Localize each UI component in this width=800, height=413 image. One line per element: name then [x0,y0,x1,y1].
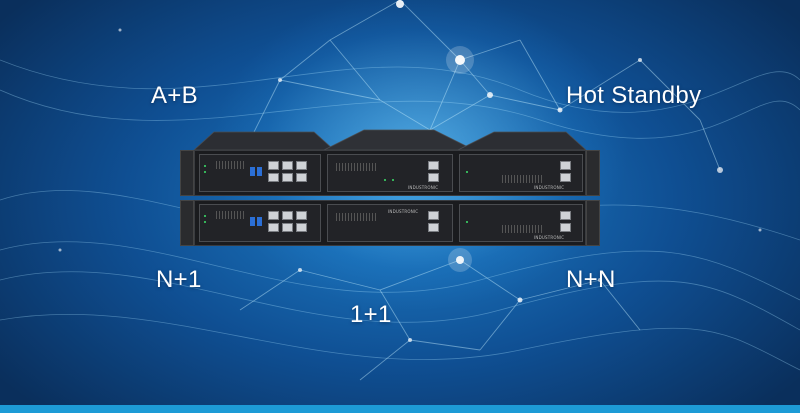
ethernet-port [428,161,439,170]
ethernet-port [268,211,279,220]
module-node-3: INDUSTRONIC [459,154,583,192]
module-node-2-bottom: INDUSTRONIC [327,204,453,242]
ethernet-port [560,223,571,232]
brand-label: INDUSTRONIC [534,185,565,190]
usb-port [250,167,255,176]
brand-label: INDUSTRONIC [534,235,565,240]
rackmount-chassis: INDUSTRONIC INDUSTRONIC [180,129,600,250]
usb-port [257,167,262,176]
rack-ear-left-bottom [180,200,194,246]
ethernet-port [282,173,293,182]
usb-port [250,217,255,226]
ethernet-port [296,161,307,170]
usb-port [257,217,262,226]
label-1-plus-1: 1+1 [350,301,392,328]
rack-ear-right-top [586,150,600,196]
module-node-3-bottom: INDUSTRONIC [459,204,583,242]
ethernet-port [268,223,279,232]
ethernet-port [428,223,439,232]
label-n-plus-n: N+N [566,266,616,293]
brand-label: INDUSTRONIC [408,185,439,190]
brand-label: INDUSTRONIC [388,209,419,214]
ethernet-port [296,173,307,182]
ethernet-port [428,211,439,220]
ethernet-port [296,223,307,232]
ethernet-port [296,211,307,220]
module-node-2: INDUSTRONIC [327,154,453,192]
ethernet-port [268,173,279,182]
ethernet-port [282,223,293,232]
ethernet-port [282,161,293,170]
footer-accent-bar [0,405,800,413]
ethernet-port [560,211,571,220]
rack-ear-right-bottom [586,200,600,246]
ethernet-port [560,161,571,170]
ethernet-port [282,211,293,220]
label-a-plus-b: A+B [151,82,198,109]
module-main [199,154,321,192]
module-main-bottom [199,204,321,242]
rack-ear-left-top [180,150,194,196]
ethernet-port [268,161,279,170]
label-n-plus-1: N+1 [156,266,202,293]
chassis-unit-bottom: INDUSTRONIC INDUSTRONIC [194,200,586,246]
label-hot-standby: Hot Standby [566,82,702,109]
ethernet-port [428,173,439,182]
ethernet-port [560,173,571,182]
chassis-top-cover [194,129,586,150]
chassis-unit-top: INDUSTRONIC INDUSTRONIC [194,150,586,196]
